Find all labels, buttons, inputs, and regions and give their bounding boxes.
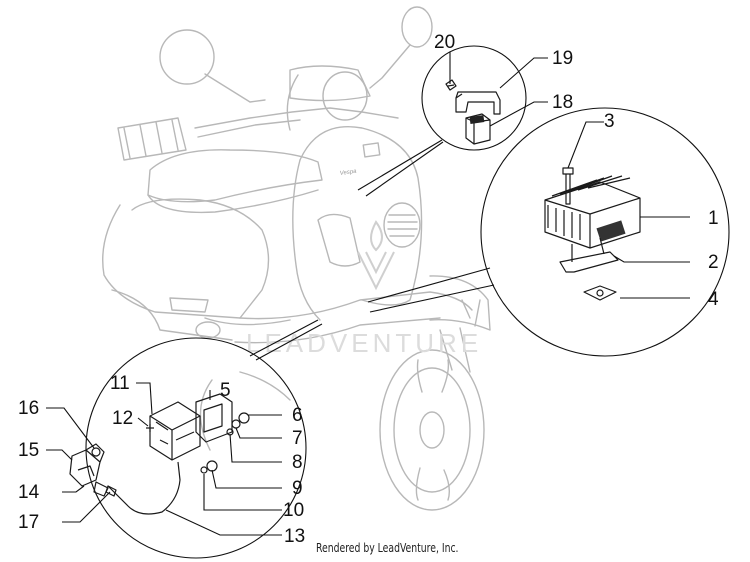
callout-3: 3	[604, 111, 615, 132]
callout-circle-right	[480, 107, 730, 357]
right-detail-parts	[544, 167, 641, 301]
callout-7: 7	[292, 428, 303, 449]
callout-9: 9	[292, 478, 303, 499]
callout-17: 17	[18, 512, 39, 533]
callout-circle-top	[421, 45, 527, 151]
callout-13: 13	[284, 526, 305, 547]
callout-15: 15	[18, 440, 39, 461]
callout-circle-left	[85, 337, 307, 559]
top-detail-parts	[445, 79, 501, 145]
callout-8: 8	[292, 452, 303, 473]
detail-callouts	[85, 45, 730, 559]
watermark-logo: LEADVENTURE	[246, 220, 482, 358]
callout-12: 12	[112, 408, 133, 429]
callout-labels: 20 19 18 3 1 2 4 5 6 7 8 9 10 11 12 13 1…	[18, 32, 719, 547]
scooter-outline: Vespa	[102, 6, 491, 511]
scooter-badge: Vespa	[339, 169, 357, 177]
render-credit: Rendered by LeadVenture, Inc.	[316, 541, 459, 555]
watermark-text: LEADVENTURE	[246, 328, 482, 358]
callout-2: 2	[708, 252, 719, 273]
callout-18: 18	[552, 92, 573, 113]
callout-6: 6	[292, 405, 303, 426]
callout-14: 14	[18, 482, 40, 503]
callout-11: 11	[110, 373, 130, 394]
callout-5: 5	[220, 380, 231, 401]
leader-lines	[46, 52, 690, 536]
callout-16: 16	[18, 398, 39, 419]
callout-10: 10	[283, 500, 304, 521]
callout-1: 1	[708, 208, 719, 229]
callout-4: 4	[708, 289, 719, 310]
callout-19: 19	[552, 48, 573, 69]
callout-20: 20	[434, 32, 455, 53]
